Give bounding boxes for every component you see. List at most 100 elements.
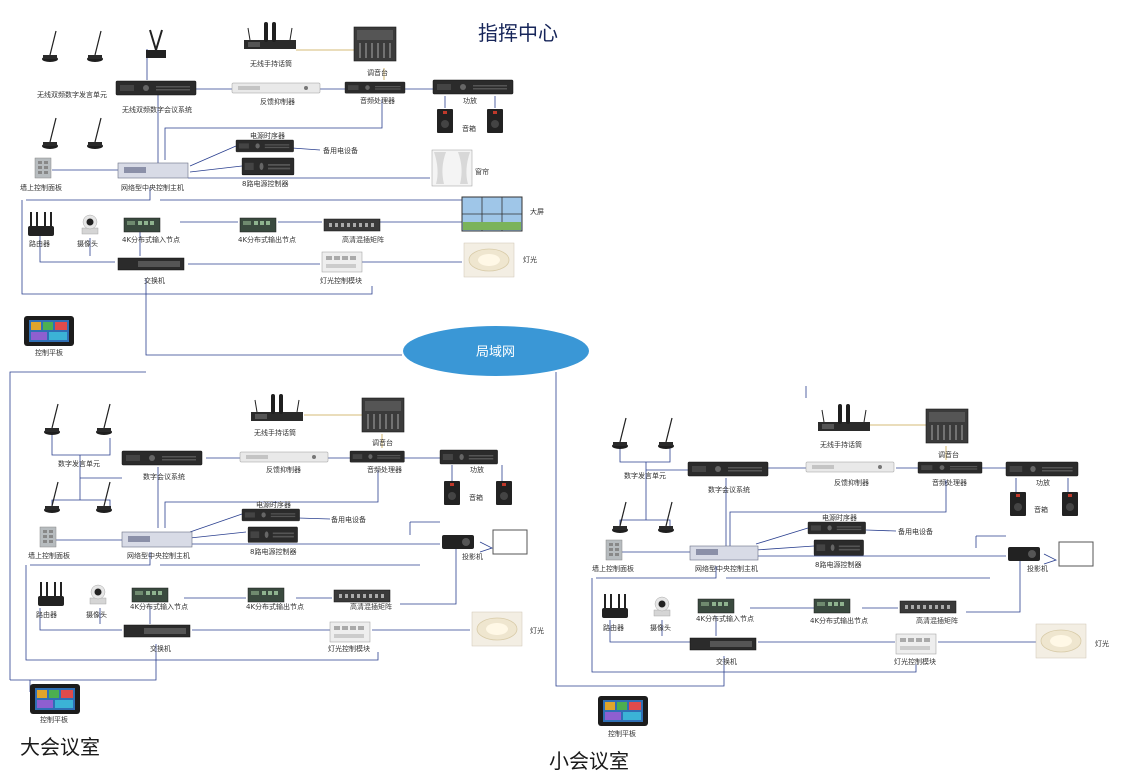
- hq-power8-icon: [241, 157, 295, 176]
- hq-light-label: 灯光: [523, 255, 537, 264]
- hq-feedback-label: 反馈抑制器: [260, 97, 295, 106]
- small-mixer-icon: [925, 408, 969, 444]
- small-amp-icon: [1005, 461, 1079, 477]
- small-audio-proc-label: 音频处理器: [932, 478, 967, 487]
- hq-matrix-icon: [323, 218, 381, 232]
- mic-unit-2-icon: [86, 30, 104, 63]
- small-power-seq-label: 电源时序器: [822, 513, 857, 522]
- hq-handheld-icon: [243, 21, 297, 50]
- large-switch-label: 交换机: [150, 644, 171, 653]
- large-mixer-label: 调音台: [372, 438, 393, 447]
- hq-screen-label: 大屏: [530, 207, 544, 216]
- title-small-room: 小会议室: [549, 749, 629, 773]
- small-light-label: 灯光: [1095, 639, 1109, 648]
- small-in-node-label: 4K分布式输入节点: [696, 614, 754, 623]
- small-out-node-label: 4K分布式输出节点: [810, 616, 868, 625]
- large-feedback-icon: [239, 451, 329, 463]
- large-mic-2-icon: [95, 403, 113, 436]
- hq-speaker-right-icon: [487, 109, 503, 133]
- large-spare-label: 备用电设备: [331, 515, 366, 524]
- hq-light-mod-label: 灯光控制模块: [320, 276, 362, 285]
- small-speaker-label: 音箱: [1034, 505, 1048, 514]
- small-wall-panel-label: 墙上控制面板: [592, 564, 634, 573]
- small-wall-panel-icon: [605, 539, 623, 561]
- small-feedback-label: 反馈抑制器: [834, 478, 869, 487]
- large-camera-label: 摄像头: [86, 610, 107, 619]
- small-tablet-icon: [598, 696, 648, 726]
- small-power-seq-icon: [807, 521, 867, 535]
- large-tablet-label: 控制平板: [40, 715, 68, 724]
- small-spare-label: 备用电设备: [898, 527, 933, 536]
- large-wall-panel-label: 墙上控制面板: [28, 551, 70, 560]
- small-camera-icon: [653, 596, 671, 617]
- large-speaker-right-icon: [496, 481, 512, 505]
- hq-in-node-icon: [123, 217, 161, 233]
- large-projector-icon: [442, 535, 474, 549]
- large-audio-proc-icon: [349, 450, 405, 463]
- hq-out-node-label: 4K分布式输出节点: [238, 235, 296, 244]
- small-speaker-left-icon: [1010, 492, 1026, 516]
- small-tablet-label: 控制平板: [608, 729, 636, 738]
- small-camera-label: 摄像头: [650, 623, 671, 632]
- hq-amp-icon: [432, 79, 514, 95]
- hq-camera-label: 摄像头: [77, 239, 98, 248]
- hq-power-seq-icon: [235, 139, 295, 153]
- lan-label: 局域网: [476, 345, 515, 360]
- small-mic-4-icon: [657, 501, 675, 534]
- small-out-node-icon: [813, 598, 851, 614]
- hq-video-wall-icon: [461, 196, 523, 232]
- large-power8-label: 8路电源控制器: [250, 547, 296, 556]
- small-handheld-label: 无线手持话筒: [820, 440, 862, 449]
- small-mixer-label: 调音台: [938, 450, 959, 459]
- small-mic-3-icon: [611, 501, 629, 534]
- section-hq: 无线双频数字发言单元 无线双频数字会议系统 无线手持话筒 反馈抑制器 调音台 音…: [9, 21, 544, 680]
- large-handheld-icon: [250, 393, 304, 422]
- section-small-room: 数字发言单元 数字会议系统 无线手持话筒 反馈抑制器 调音台 音频处理器 功放 …: [555, 372, 1109, 738]
- large-amp-label: 功放: [470, 465, 484, 474]
- small-projector-icon: [1008, 547, 1040, 561]
- hq-feedback-icon: [231, 82, 321, 94]
- hq-speaker-label: 音箱: [462, 124, 476, 133]
- large-host-icon: [121, 531, 193, 548]
- small-light-mod-label: 灯光控制模块: [894, 657, 936, 666]
- small-mic-2-icon: [657, 417, 675, 450]
- large-matrix-icon: [333, 589, 391, 603]
- hq-out-node-icon: [239, 217, 277, 233]
- hq-light-icon: [463, 242, 515, 278]
- hq-host-label: 网络型中央控制主机: [121, 183, 184, 192]
- hq-mixer-icon: [353, 26, 397, 62]
- large-camera-icon: [89, 584, 107, 605]
- hq-wall-panel-icon: [34, 157, 52, 179]
- small-handheld-icon: [817, 403, 871, 432]
- small-mic-unit-label: 数字发言单元: [624, 471, 666, 480]
- small-matrix-label: 高清混插矩阵: [916, 616, 958, 625]
- curtain-icon: [431, 149, 473, 187]
- large-mic-1-icon: [43, 403, 61, 436]
- large-switch-icon: [123, 624, 191, 638]
- title-large-room: 大会议室: [20, 735, 100, 759]
- small-switch-icon: [689, 637, 757, 651]
- small-router-label: 路由器: [603, 623, 624, 632]
- large-audio-proc-label: 音频处理器: [367, 465, 402, 474]
- hq-wall-panel-label: 墙上控制面板: [20, 183, 62, 192]
- large-light-label: 灯光: [530, 626, 544, 635]
- small-feedback-icon: [805, 461, 895, 473]
- large-conf-system-label: 数字会议系统: [143, 472, 185, 481]
- hq-in-node-label: 4K分布式输入节点: [122, 235, 180, 244]
- small-mic-1-icon: [611, 417, 629, 450]
- large-power-seq-icon: [241, 508, 301, 522]
- large-host-label: 网络型中央控制主机: [127, 551, 190, 560]
- hq-camera-icon: [81, 214, 99, 235]
- small-switch-label: 交换机: [716, 657, 737, 666]
- hq-power8-label: 8路电源控制器: [242, 179, 288, 188]
- small-amp-label: 功放: [1036, 478, 1050, 487]
- large-speaker-label: 音箱: [469, 493, 483, 502]
- hq-speaker-left-icon: [437, 109, 453, 133]
- hq-host-icon: [117, 162, 189, 179]
- small-conf-system-icon: [687, 461, 769, 477]
- hq-conf-system-icon: [115, 80, 197, 96]
- hq-curtain-label: 窗帘: [475, 167, 489, 176]
- section-large-room: 数字发言单元 数字会议系统 无线手持话筒 反馈抑制器 调音台 音频处理器 功放 …: [10, 393, 544, 724]
- large-wall-panel-icon: [39, 526, 57, 548]
- large-matrix-label: 高清混插矩阵: [350, 602, 392, 611]
